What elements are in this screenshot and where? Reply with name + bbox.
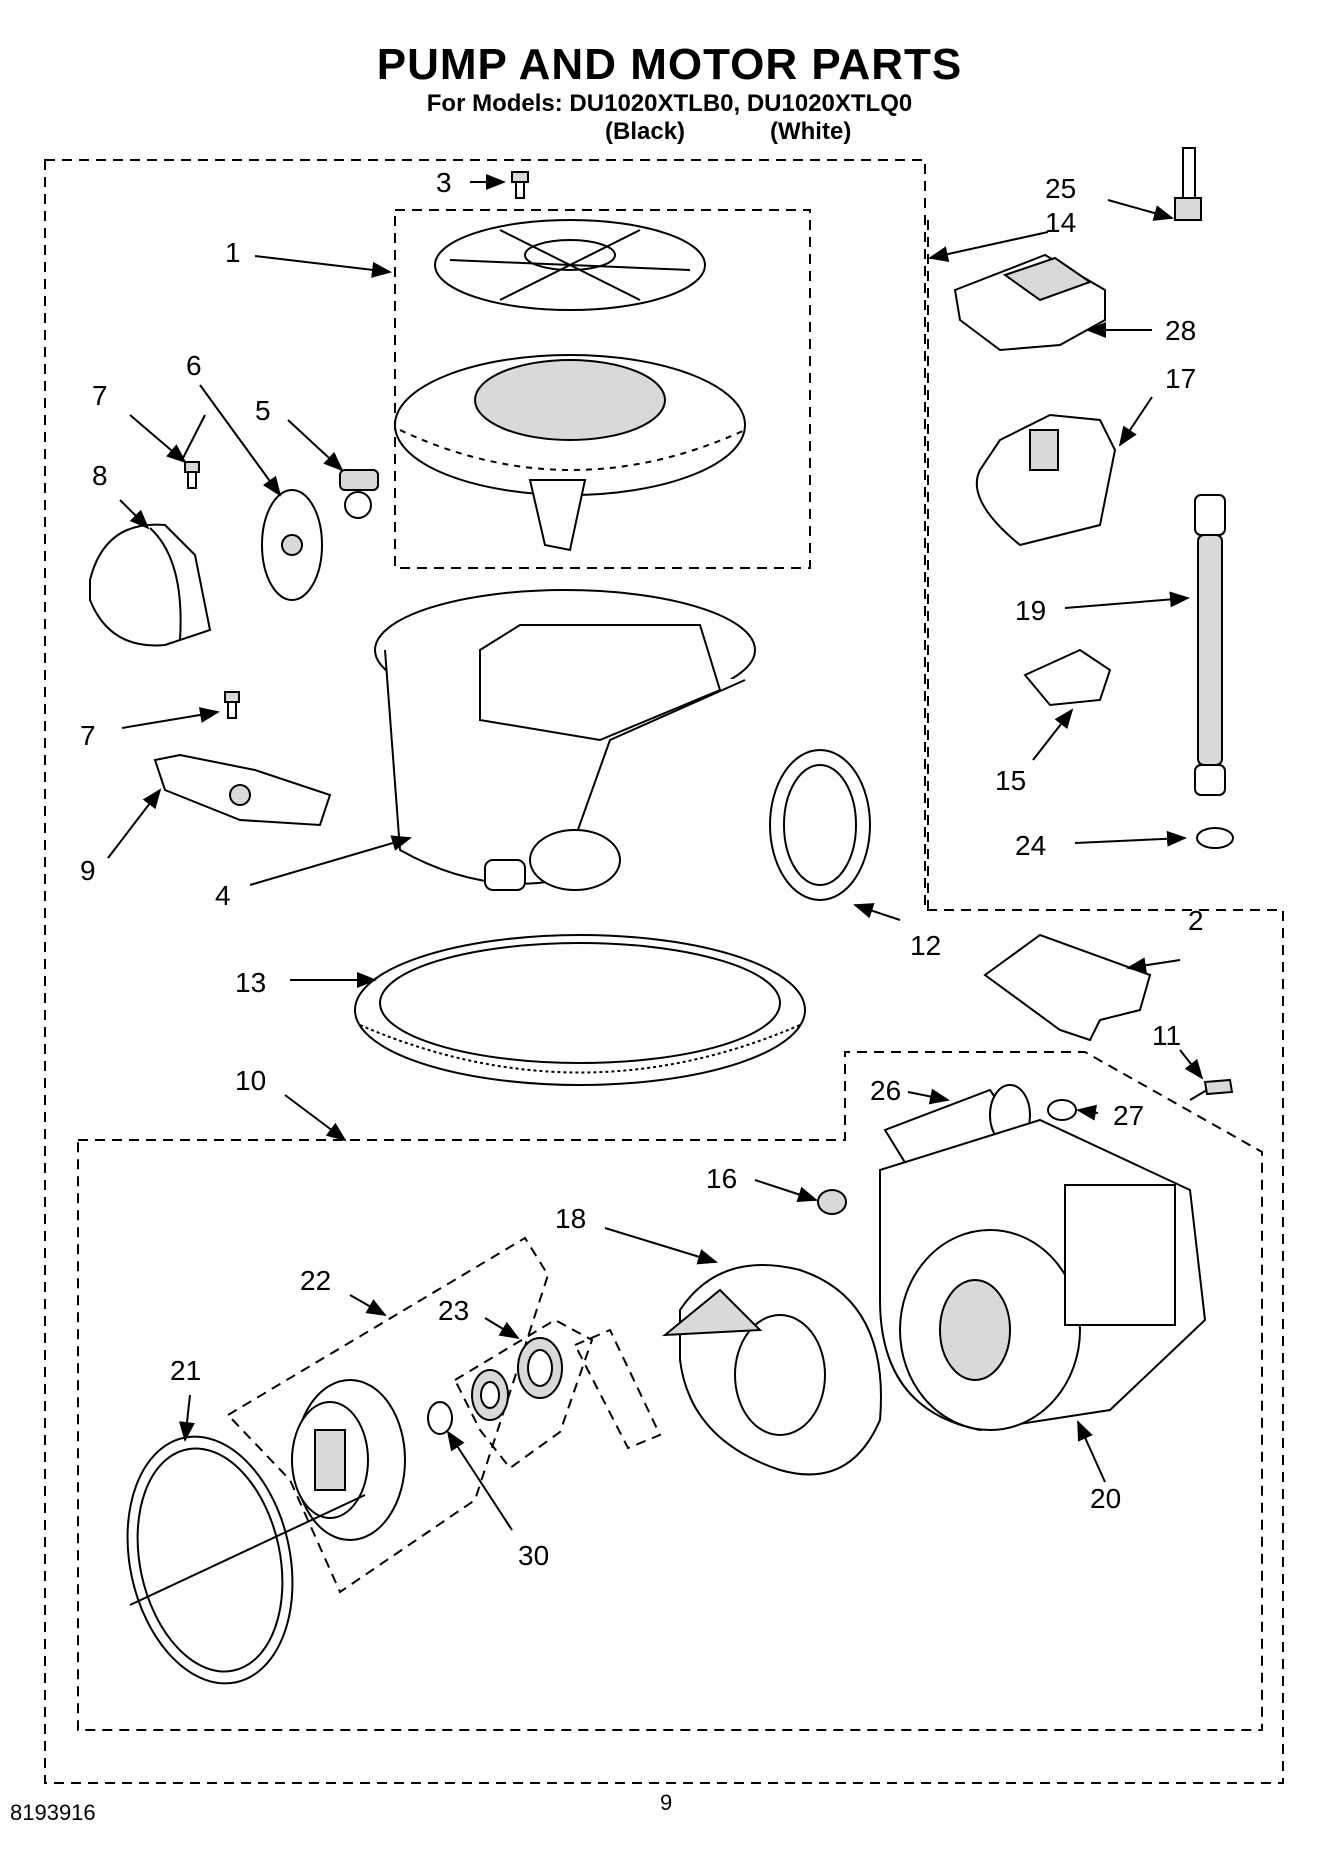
part-28-bracket <box>953 253 1106 352</box>
part-17-switch <box>975 413 1117 547</box>
callout-1: 1 <box>225 237 241 268</box>
callout-11: 11 <box>1152 1020 1181 1051</box>
part-22-impeller <box>291 1379 406 1541</box>
model-numbers: For Models: DU1020XTLB0, DU1020XTLQ0 <box>426 90 913 117</box>
callout-5: 5 <box>255 395 271 426</box>
callout-10: 10 <box>235 1065 266 1096</box>
callout-16: 16 <box>706 1163 737 1194</box>
part-18-pump-housing <box>662 1264 882 1476</box>
callout-23: 23 <box>438 1295 469 1326</box>
part-seal <box>471 1369 509 1421</box>
part-23-bearing <box>517 1337 563 1399</box>
part-pump-cover <box>394 354 746 552</box>
outer-group-boundary <box>44 159 1284 1784</box>
variant-white-label: (White) <box>770 118 852 145</box>
callout-6: 6 <box>186 350 202 381</box>
part-11-screw <box>1189 1078 1234 1101</box>
callout-15: 15 <box>995 765 1026 796</box>
callout-14: 14 <box>1045 207 1076 238</box>
callout-22: 22 <box>300 1265 331 1296</box>
part-4-sump <box>374 589 756 891</box>
page-title: PUMP AND MOTOR PARTS <box>376 40 963 89</box>
callout-27: 27 <box>1113 1100 1144 1131</box>
callout-30: 30 <box>518 1540 549 1571</box>
part-12-ring <box>769 749 871 901</box>
part-3-screw <box>511 171 529 199</box>
callout-12: 12 <box>910 930 941 961</box>
motor-group-box <box>77 1051 1263 1731</box>
part-7-screw-bottom <box>224 691 240 719</box>
callout-4: 4 <box>215 880 231 911</box>
part-6-chopper-disc <box>261 489 323 601</box>
part-5-float <box>339 469 379 519</box>
callout-19: 19 <box>1015 595 1046 626</box>
part-20-motor <box>879 1118 1207 1432</box>
callout-7-top: 7 <box>92 380 108 411</box>
document-number: 8193916 <box>10 1800 96 1825</box>
part-2-shield <box>983 933 1152 1042</box>
part-24-clamp <box>1196 827 1234 849</box>
pump-housing-group-box <box>226 1236 550 1594</box>
part-30-washer <box>427 1401 453 1435</box>
callout-20: 20 <box>1090 1483 1121 1514</box>
callout-28: 28 <box>1165 315 1196 346</box>
bearing-group-box <box>573 1328 662 1450</box>
callout-13: 13 <box>235 967 266 998</box>
part-15-clip <box>1023 648 1112 707</box>
impeller-group-box <box>394 209 811 569</box>
part-1-cover-plate <box>434 219 706 311</box>
part-19-hose <box>1194 494 1226 796</box>
callout-24: 24 <box>1015 830 1046 861</box>
seal-group-box <box>453 1318 594 1470</box>
callout-8: 8 <box>92 460 108 491</box>
part-27-washer <box>1047 1099 1077 1121</box>
callout-2: 2 <box>1188 905 1204 936</box>
part-16-nut <box>817 1189 847 1215</box>
part-9-bracket <box>153 753 332 827</box>
callout-25: 25 <box>1045 173 1076 204</box>
part-21-o-ring <box>126 1435 366 1685</box>
callout-26: 26 <box>870 1075 901 1106</box>
page-number: 9 <box>660 1790 673 1815</box>
part-8-housing <box>89 523 212 647</box>
callout-21: 21 <box>170 1355 201 1386</box>
part-13-gasket <box>354 934 806 1086</box>
part-7-screw-top <box>184 461 200 489</box>
callout-9: 9 <box>80 855 96 886</box>
variant-black-label: (Black) <box>605 118 686 145</box>
callout-18: 18 <box>555 1203 586 1234</box>
part-25-sensor <box>1174 147 1202 221</box>
leader-lines <box>107 174 1204 1531</box>
callout-17: 17 <box>1165 363 1196 394</box>
callout-3: 3 <box>436 167 452 198</box>
callout-7-bottom: 7 <box>80 720 96 751</box>
